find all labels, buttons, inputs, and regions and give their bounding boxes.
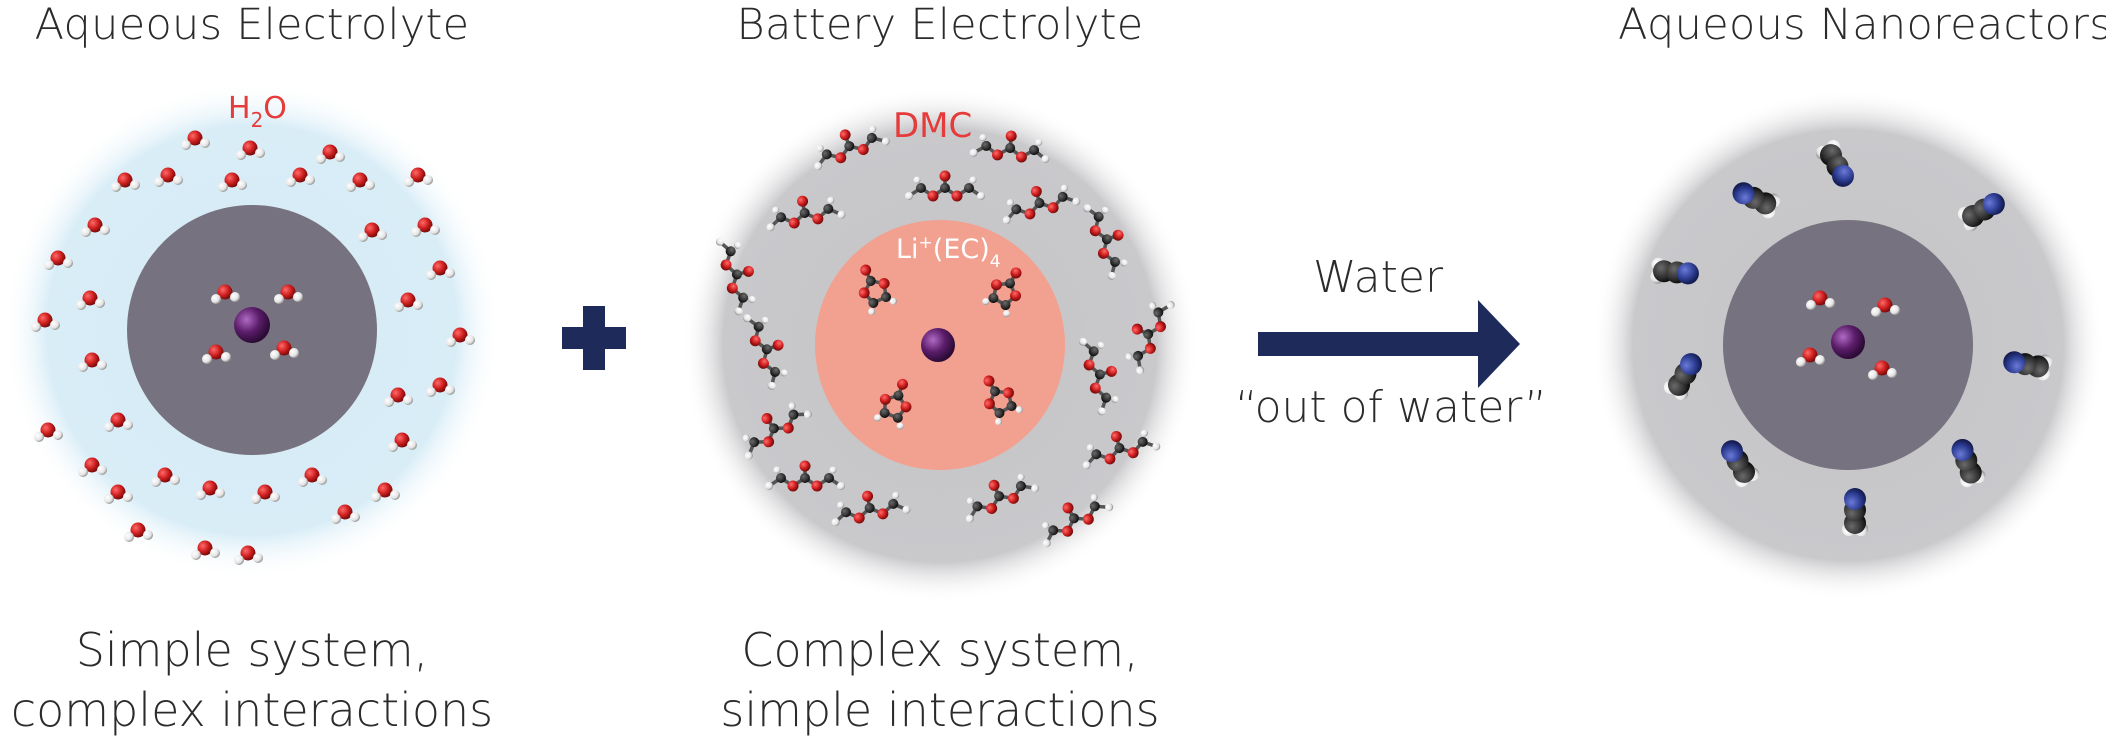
li-ec-label: Li+(EC)4 (896, 233, 1001, 272)
caption-line-2: simple interactions (720, 683, 1160, 737)
caption-aqueous-electrolyte: Simple system, complex interactions (11, 620, 493, 740)
aqueous-nanoreactor-diagram (1592, 89, 2104, 601)
caption-line-2: complex interactions (10, 683, 494, 737)
caption-line-1: Simple system, (75, 623, 429, 677)
panel-title-aqueous-electrolyte: Aqueous Electrolyte (34, 0, 470, 50)
h2o-label: H2O (228, 91, 287, 132)
metal-ion (234, 307, 270, 343)
aqueous-electrolyte-diagram: H2O (2, 80, 502, 580)
caption-line-1: Complex system, (741, 623, 1139, 677)
lithium-ion (921, 328, 955, 362)
process-arrow (1258, 300, 1520, 388)
arrow-label-water: Water (1312, 252, 1444, 303)
panel-title-battery-electrolyte: Battery Electrolyte (736, 0, 1144, 50)
caption-battery-electrolyte: Complex system, simple interactions (720, 620, 1159, 740)
arrow-label-out-of-water: “out of water” (1234, 382, 1548, 433)
panel-title-aqueous-nanoreactors: Aqueous Nanoreactors (1618, 0, 2106, 50)
plus-operator (562, 306, 626, 370)
dmc-label: DMC (893, 106, 972, 146)
metal-ion (1831, 325, 1865, 359)
battery-electrolyte-diagram: DMC Li+(EC)4 (682, 87, 1198, 603)
